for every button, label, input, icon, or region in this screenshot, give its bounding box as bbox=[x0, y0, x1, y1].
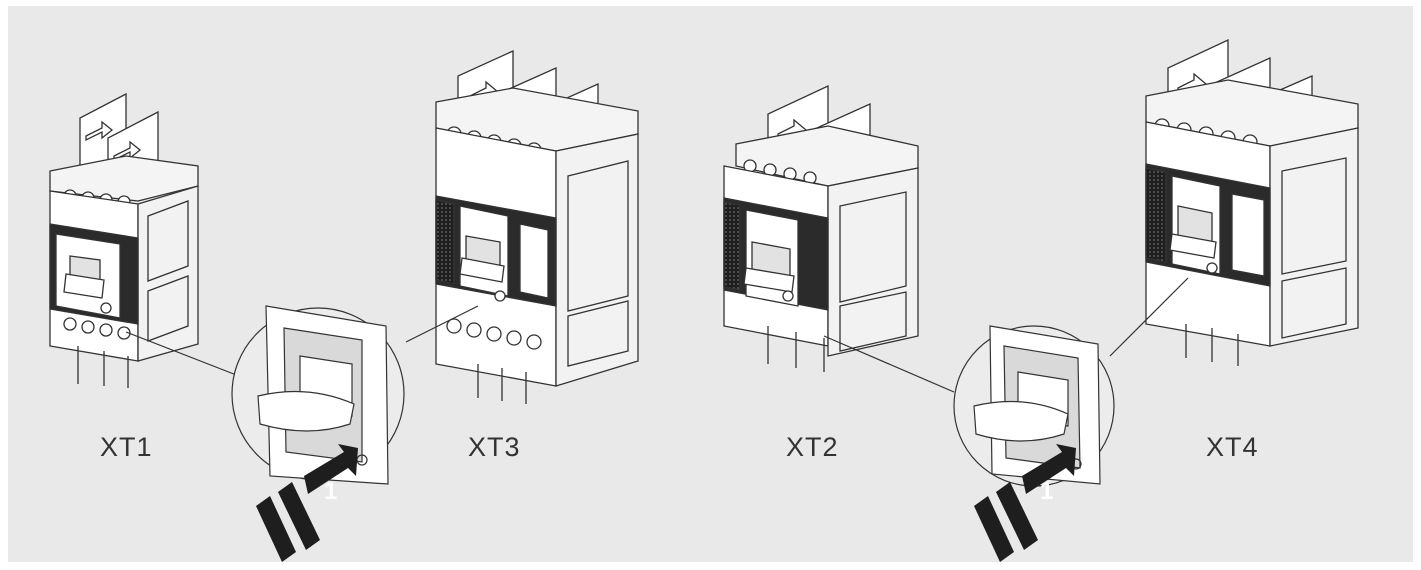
breaker-xt2-illustration bbox=[723, 84, 919, 372]
breaker-xt1-illustration bbox=[49, 92, 199, 388]
breaker-xt3-illustration bbox=[435, 49, 639, 404]
model-label-xt1: XT1 bbox=[100, 432, 153, 462]
step-number-right: 1 bbox=[1040, 478, 1055, 505]
push-arrow-icon bbox=[974, 444, 1076, 562]
model-label-xt2: XT2 bbox=[786, 432, 839, 462]
diagram-panel: 1 1 XT1 XT3 XT2 XT4 bbox=[8, 6, 1413, 562]
detail-callout-right bbox=[823, 277, 1189, 487]
step-number-left: 1 bbox=[324, 478, 339, 505]
breaker-illustrations bbox=[49, 38, 1359, 562]
model-label-xt3: XT3 bbox=[468, 432, 521, 462]
breaker-xt4-illustration bbox=[1145, 38, 1359, 366]
detail-callout-left bbox=[125, 305, 479, 485]
model-label-xt4: XT4 bbox=[1206, 432, 1259, 462]
push-arrow-icon bbox=[256, 444, 358, 562]
